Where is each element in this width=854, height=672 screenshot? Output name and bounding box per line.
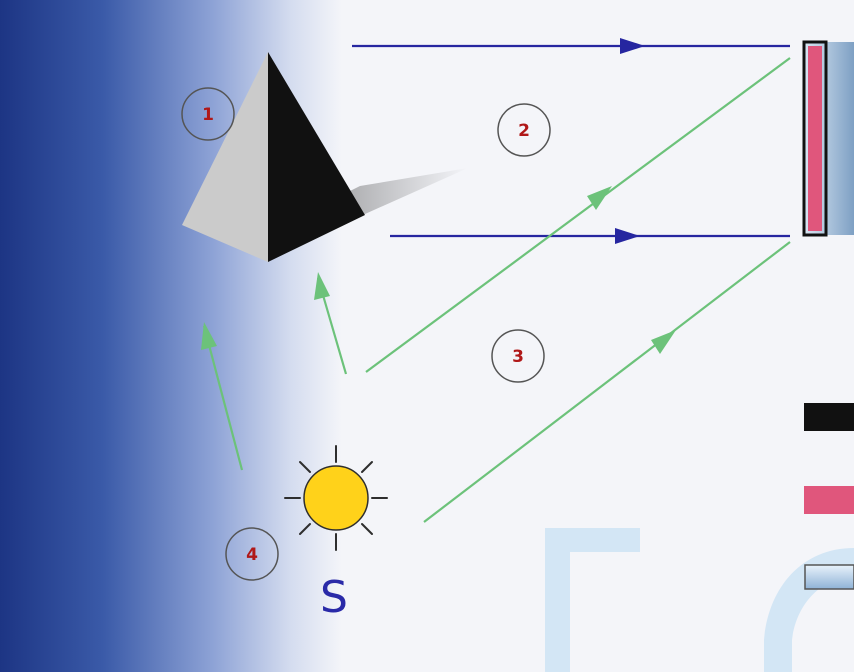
legend-swatch-black: [804, 403, 854, 431]
legend-swatch-glass: [805, 565, 854, 589]
legend-swatch-pink: [804, 486, 854, 514]
label-1-text: 1: [202, 105, 214, 125]
label-2-text: 2: [518, 121, 530, 141]
source-label: S: [320, 572, 348, 623]
label-4-text: 4: [246, 545, 258, 565]
mirror-pink-layer: [808, 46, 822, 231]
label-3-text: 3: [512, 347, 524, 367]
sun-icon: [285, 446, 387, 550]
